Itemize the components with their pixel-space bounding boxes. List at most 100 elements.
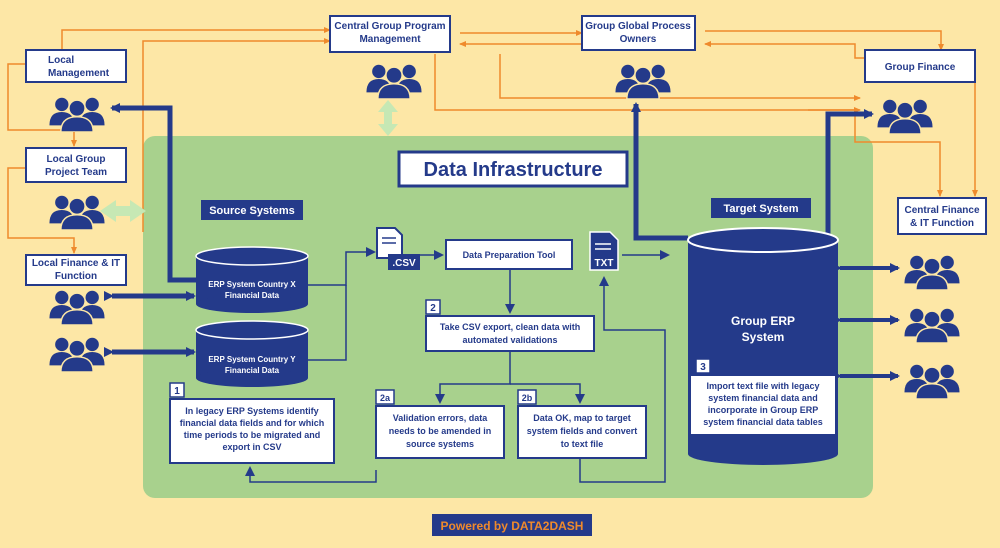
group-global-process-label-1: Group Global Process [585, 21, 691, 32]
flow-step-2-to-2a [435, 351, 511, 404]
erp-y-label-2: Financial Data [225, 366, 280, 375]
people-icon [614, 64, 672, 99]
people-icon [48, 290, 106, 325]
people-icon [48, 337, 106, 372]
txt-tag-label: TXT [595, 258, 614, 269]
people-icon [876, 99, 934, 134]
local-management-box [25, 49, 127, 83]
connector-local-mgmt-central [61, 27, 331, 50]
step-1: 1 In legacy ERP Systems identify financi… [169, 382, 335, 464]
csv-tag-label: .CSV [392, 258, 416, 269]
txt-file-icon: TXT [589, 231, 619, 271]
local-management-label-2: Management [48, 68, 110, 79]
erp-y-bottom [196, 369, 308, 387]
step-2-line-2: automated validations [462, 335, 557, 345]
connector-central-to-group-finance [499, 54, 861, 101]
flow-2a-to-step-1 [245, 466, 377, 483]
local-group-project-label-1: Local Group [47, 154, 106, 165]
step-2-box [425, 315, 595, 352]
footer-badge [432, 514, 592, 536]
people-icon [903, 255, 961, 290]
light-double-arrows [100, 100, 398, 222]
group-finance-label: Group Finance [885, 62, 956, 73]
step-2b-line-1: Data OK, map to target [533, 413, 631, 423]
step-3-line-1: Import text file with legacy [706, 381, 819, 391]
central-finance-it-label-1: Central Finance [904, 205, 979, 216]
step-2a-line-2: needs to be amended in [389, 426, 492, 436]
data-preparation-tool-label: Data Preparation Tool [463, 250, 556, 260]
flow-2b-to-txt [579, 276, 666, 483]
csv-file-icon: .CSV [376, 227, 420, 270]
target-system-label: Target System [724, 203, 799, 215]
step-2a-line-1: Validation errors, data [393, 413, 489, 423]
erp-y-label-1: ERP System Country Y [208, 355, 296, 364]
flow-erp-y-to-csv [308, 285, 347, 361]
target-system-label-box [711, 198, 811, 218]
step-3-line-4: system financial data tables [703, 417, 823, 427]
step-1-badge [169, 382, 185, 398]
erp-country-y-database: ERP System Country Y Financial Data [195, 320, 309, 387]
central-group-pm-label-1: Central Group Program [334, 21, 445, 32]
erp-y-top [195, 320, 309, 340]
step-1-line-3: time periods to be migrated and [184, 430, 321, 440]
group-global-process-label-2: Owners [620, 34, 657, 45]
erp-country-x-database: ERP System Country X Financial Data [195, 246, 309, 313]
step-2b-line-2: system fields and convert [527, 426, 638, 436]
group-erp-top [687, 227, 839, 253]
people-icon [903, 364, 961, 399]
erp-x-label-1: ERP System Country X [208, 280, 296, 289]
step-2b-line-3: to text file [561, 439, 604, 449]
step-2a-badge [375, 389, 395, 405]
group-finance-box [864, 49, 976, 83]
source-systems-label-box [201, 200, 303, 220]
org-boxes: Central Group Program Management Group G… [25, 15, 987, 286]
csv-tag [388, 254, 420, 270]
local-group-project-team-box [25, 147, 127, 183]
step-2-number: 2 [430, 303, 436, 314]
central-finance-it-box [897, 197, 987, 235]
connector-local-mgmt-to-project [7, 63, 77, 147]
flow-erp-x-to-local-mgmt [110, 103, 196, 283]
group-global-process-owners-box [581, 15, 696, 51]
step-3-box [689, 374, 837, 436]
step-3-line-2: system financial data and [708, 393, 818, 403]
step-2a: 2a Validation errors, data needs to be a… [375, 389, 505, 459]
group-erp-label-2: System [742, 330, 785, 344]
connector-central-to-right [434, 54, 861, 113]
local-finance-it-label-1: Local Finance & IT [32, 258, 120, 269]
step-2a-line-3: source systems [406, 439, 474, 449]
step-2a-number: 2a [380, 393, 391, 403]
data-preparation-tool-box [445, 239, 573, 270]
source-systems-label: Source Systems [209, 205, 295, 217]
txt-page [589, 231, 619, 271]
people-icon [365, 64, 423, 99]
erp-x-bottom [196, 295, 308, 313]
step-2b-number: 2b [522, 393, 533, 403]
organization-connectors [7, 27, 978, 254]
connector-to-central-finance [808, 109, 943, 197]
step-1-number: 1 [174, 386, 180, 397]
step-2a-box [375, 405, 505, 459]
central-group-pm-box [329, 15, 451, 53]
step-1-line-1: In legacy ERP Systems identify [185, 406, 318, 416]
step-2b: 2b Data OK, map to target system fields … [517, 389, 647, 459]
connector-project-to-local-finance [7, 167, 77, 254]
step-1-line-2: financial data fields and for which [180, 418, 325, 428]
local-group-project-label-2: Project Team [45, 167, 107, 178]
flow-step-2-to-2b [510, 383, 585, 404]
people-icon [48, 195, 106, 230]
erp-x-label-2: Financial Data [225, 291, 280, 300]
connector-group-finance-to-global [704, 41, 865, 59]
step-3-number: 3 [700, 362, 706, 373]
step-1-line-4: export in CSV [222, 442, 281, 452]
data-infrastructure-title-box [397, 150, 629, 188]
local-finance-it-box [25, 254, 127, 286]
group-erp-label-1: Group ERP [731, 314, 795, 328]
step-3: 3 Import text file with legacy system fi… [689, 358, 837, 436]
footer-text: Powered by DATA2DASH [441, 519, 584, 533]
step-3-badge [695, 358, 711, 374]
central-group-pm-label-2: Management [359, 34, 421, 45]
local-finance-it-label-2: Function [55, 271, 97, 282]
